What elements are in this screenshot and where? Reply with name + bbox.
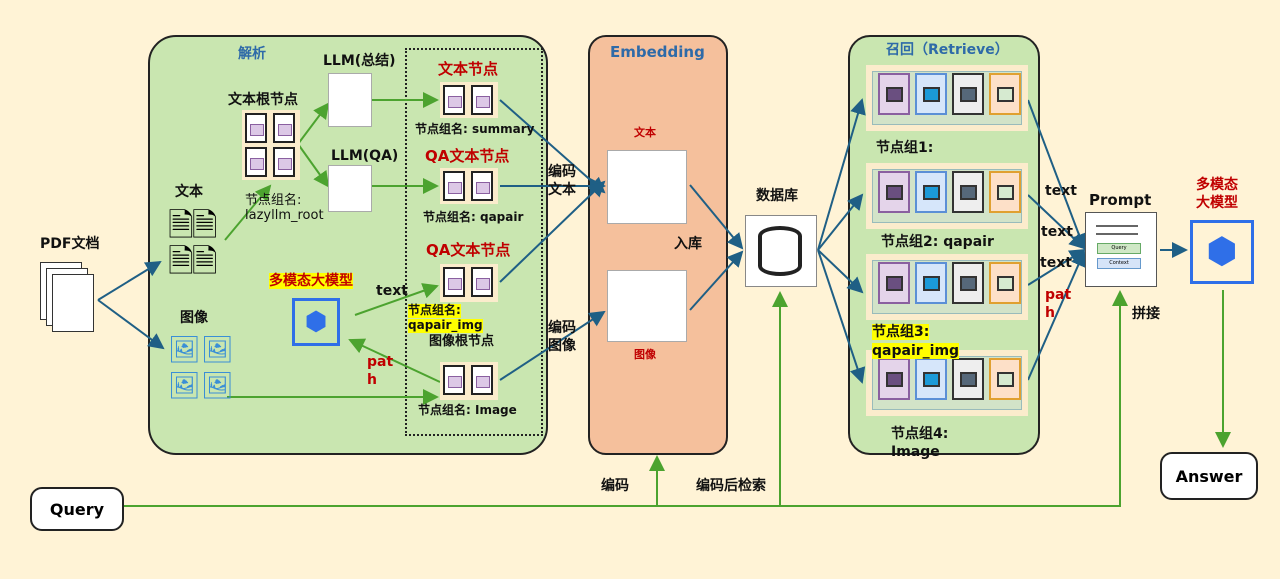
right-mm-model-label-2: 大模型 (1196, 195, 1238, 211)
encode-search-label: 编码后检索 (696, 478, 766, 494)
retrieve-node-group (866, 163, 1028, 229)
retrieve-node-group (866, 254, 1028, 320)
node-card (952, 358, 984, 400)
text-document-icons: 🗎🗎🗎🗎 (168, 206, 217, 280)
multimodal-model-label: 多模态大模型 (269, 273, 353, 290)
node-card (915, 358, 947, 400)
retrieve-node-group (866, 350, 1028, 416)
node-card (915, 171, 947, 213)
retrieve-group2-label: 节点组2: qapair (881, 234, 994, 250)
embedding-title: Embedding (610, 43, 705, 61)
node-card (878, 73, 910, 115)
root-group-name: 节点组名: lazyllm_root (245, 193, 324, 223)
node-card (878, 358, 910, 400)
encode-image-label-2: 图像 (548, 338, 576, 354)
retrieve-edge-text-3: text (1040, 255, 1072, 271)
retrieve-group4-label: 节点组4: (891, 426, 949, 442)
encode-text-label-1: 编码 (548, 164, 576, 180)
text-root-cards (242, 110, 300, 180)
node-card (952, 171, 984, 213)
edge-path-label-2: h (367, 372, 377, 388)
answer-bubble: Answer (1160, 452, 1258, 500)
right-mm-model-label-1: 多模态 (1196, 177, 1238, 193)
query-bubble[interactable]: Query (30, 487, 124, 531)
node-card (989, 262, 1021, 304)
node-card (989, 171, 1021, 213)
retrieve-group4-value: Image (891, 444, 940, 460)
prompt-document: Query Context (1085, 212, 1157, 287)
database-label: 数据库 (756, 188, 798, 204)
qa-node-title: QA文本节点 (425, 147, 510, 165)
retrieve-node-group (866, 65, 1028, 131)
retrieve-edge-text-1: text (1045, 183, 1077, 199)
edge-text-label: text (376, 283, 408, 299)
neural-network-icon (328, 165, 372, 212)
group-image-label: 节点组名: Image (418, 403, 517, 417)
node-card (952, 73, 984, 115)
database-icon (745, 215, 817, 287)
prompt-title: Prompt (1089, 191, 1152, 209)
prompt-context-field: Context (1097, 258, 1141, 269)
embedding-panel (588, 35, 728, 455)
text-node-title: 文本节点 (438, 60, 499, 78)
node-card (915, 73, 947, 115)
multimodal-model-icon: ⬢ (292, 298, 340, 346)
image-label: 图像 (180, 310, 208, 326)
qa-node-cards (440, 168, 498, 204)
neural-network-icon (328, 73, 372, 127)
text-embedding-network-icon (607, 150, 687, 224)
prompt-query-field: Query (1097, 243, 1141, 254)
edge-path-label-1: pat (367, 354, 394, 370)
pdf-label: PDF文档 (40, 236, 100, 252)
parse-title: 解析 (238, 46, 266, 62)
node-card (989, 73, 1021, 115)
concat-label: 拼接 (1132, 306, 1160, 322)
encode-text-label-2: 文本 (548, 182, 576, 198)
qa-image-node-cards (440, 264, 498, 302)
node-card (915, 262, 947, 304)
store-label: 入库 (674, 236, 702, 252)
text-node-cards (440, 82, 498, 118)
image-node-cards (440, 362, 498, 400)
pdf-document-icon (40, 262, 94, 332)
embedding-text-label: 文本 (634, 126, 656, 139)
llm-qa-label: LLM(QA) (331, 148, 399, 164)
retrieve-group3-value: qapair_img (872, 343, 960, 360)
llm-summary-label: LLM(总结) (323, 53, 396, 69)
node-card (878, 262, 910, 304)
retrieve-edge-path-2: h (1045, 305, 1055, 321)
image-root-node-label: 图像根节点 (429, 334, 495, 349)
group-summary-label: 节点组名: summary (415, 122, 535, 136)
node-card (989, 358, 1021, 400)
retrieve-title: 召回（Retrieve） (886, 42, 1009, 58)
retrieve-edge-path-1: pat (1045, 287, 1072, 303)
text-label: 文本 (175, 184, 203, 200)
image-embedding-network-icon (607, 270, 687, 342)
encode-label: 编码 (601, 478, 629, 494)
node-card (952, 262, 984, 304)
encode-image-label-1: 编码 (548, 320, 576, 336)
text-root-node-label: 文本根节点 (228, 92, 298, 108)
embedding-image-label: 图像 (634, 348, 656, 361)
qa-image-node-title: QA文本节点 (426, 241, 511, 259)
multimodal-model-icon: ⬢ (1190, 220, 1254, 284)
retrieve-edge-text-2: text (1041, 224, 1073, 240)
retrieve-group1-label: 节点组1: (876, 140, 934, 156)
retrieve-group3-label: 节点组3: (872, 324, 930, 341)
group-qapair-img-label: 节点组名: (408, 303, 461, 318)
image-file-icons: 🖼🖼🖼🖼 (168, 335, 235, 401)
node-card (878, 171, 910, 213)
group-qapair-img-value: qapair_img (408, 318, 483, 333)
group-qapair-label: 节点组名: qapair (423, 210, 524, 224)
